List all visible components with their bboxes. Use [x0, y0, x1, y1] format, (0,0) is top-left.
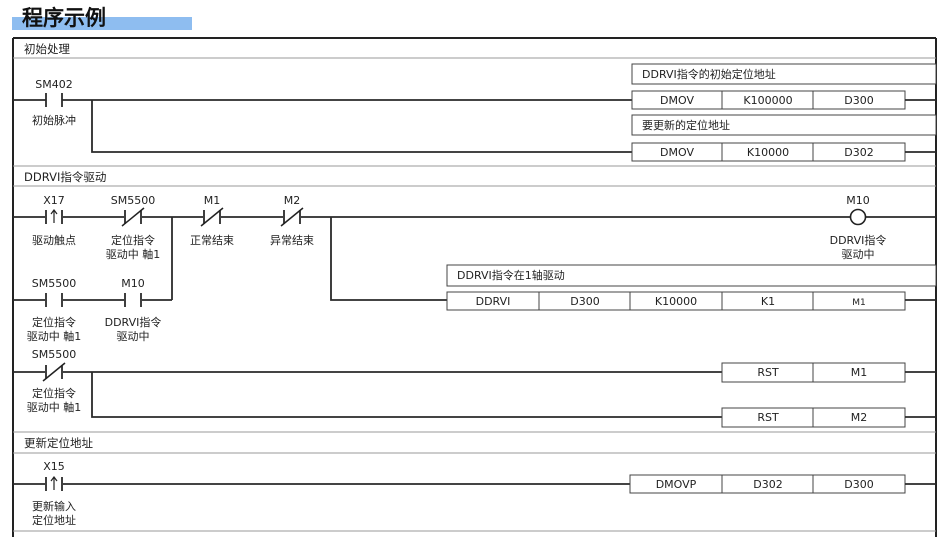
svg-text:M1: M1	[852, 298, 866, 308]
section-header-update: 更新定位地址	[24, 436, 93, 450]
svg-text:驱动中 軸1: 驱动中 軸1	[27, 400, 82, 414]
normally-closed-contact-icon[interactable]	[42, 362, 66, 382]
instruction-dmovp[interactable]: DMOVP D302 D300	[629, 474, 906, 494]
section-header-ddrvi: DDRVI指令驱动	[24, 170, 106, 184]
svg-text:K100000: K100000	[743, 94, 792, 107]
instruction-comment	[631, 63, 937, 85]
svg-text:X15: X15	[43, 460, 65, 473]
svg-text:RST: RST	[757, 411, 779, 424]
svg-text:驱动中 軸1: 驱动中 軸1	[106, 247, 161, 261]
svg-text:更新输入: 更新输入	[32, 499, 76, 513]
normally-closed-contact-icon[interactable]	[280, 207, 304, 227]
svg-text:要更新的定位地址: 要更新的定位地址	[642, 118, 730, 132]
normally-open-contact-icon[interactable]	[13, 93, 63, 107]
svg-text:K10000: K10000	[747, 146, 789, 159]
page-title: 程序示例	[22, 5, 106, 30]
contact-comment: 初始脉冲	[32, 113, 76, 127]
normally-closed-contact-icon[interactable]	[200, 207, 224, 227]
svg-text:X17: X17	[43, 194, 65, 207]
svg-text:驱动中: 驱动中	[117, 330, 150, 343]
instruction-ddrvi[interactable]: DDRVI D300 K10000 K1 M1	[446, 291, 906, 311]
output-coil-icon[interactable]	[849, 208, 867, 226]
svg-text:DMOVP: DMOVP	[656, 478, 697, 491]
rung-1: SM402 初始脉冲 DDRVI指令的初始定位地址 DMOV K100000 D…	[13, 63, 937, 162]
rung-2: X17 驱动触点 SM5500 定位指令 驱动中 軸1 M1 正常结束 M2	[13, 194, 937, 343]
normally-open-contact-icon[interactable]	[124, 292, 142, 308]
svg-text:D300: D300	[844, 478, 873, 491]
rising-edge-contact-icon[interactable]	[45, 209, 63, 225]
svg-text:定位地址: 定位地址	[32, 513, 76, 527]
svg-text:M2: M2	[851, 411, 868, 424]
rung-3: SM5500 定位指令 驱动中 軸1 RST M1 RST M2	[13, 348, 936, 428]
instruction-dmov[interactable]: DMOV K100000 D300	[631, 90, 906, 110]
svg-text:SM5500: SM5500	[111, 194, 155, 207]
svg-text:RST: RST	[757, 366, 779, 379]
svg-text:K1: K1	[761, 295, 775, 308]
contact-device: SM402	[35, 78, 72, 91]
svg-text:D302: D302	[753, 478, 782, 491]
svg-text:D300: D300	[570, 295, 599, 308]
svg-text:SM5500: SM5500	[32, 348, 76, 361]
instruction-rst-m2[interactable]: RST M2	[721, 407, 906, 428]
svg-text:驱动中 軸1: 驱动中 軸1	[27, 329, 82, 343]
svg-text:D300: D300	[844, 94, 873, 107]
svg-text:D302: D302	[844, 146, 873, 159]
svg-text:驱动中: 驱动中	[842, 248, 875, 261]
svg-text:DDRVI指令的初始定位地址: DDRVI指令的初始定位地址	[642, 67, 776, 81]
rising-edge-contact-icon[interactable]	[45, 476, 63, 492]
svg-text:DDRVI指令在1轴驱动: DDRVI指令在1轴驱动	[457, 268, 565, 282]
svg-text:DMOV: DMOV	[660, 94, 694, 107]
normally-open-contact-icon[interactable]	[45, 292, 63, 308]
svg-text:异常结束: 异常结束	[270, 234, 314, 247]
svg-text:M10: M10	[846, 194, 870, 207]
svg-text:SM5500: SM5500	[32, 277, 76, 290]
svg-text:M2: M2	[284, 194, 301, 207]
svg-text:DMOV: DMOV	[660, 146, 694, 159]
svg-text:DDRVI: DDRVI	[476, 295, 511, 308]
svg-text:M1: M1	[851, 366, 868, 379]
instruction-comment	[446, 264, 937, 287]
svg-text:正常结束: 正常结束	[190, 234, 234, 247]
instruction-comment	[631, 114, 937, 136]
section-header-initial: 初始处理	[24, 42, 70, 56]
svg-text:驱动触点: 驱动触点	[32, 233, 76, 247]
svg-text:定位指令: 定位指令	[32, 386, 76, 400]
svg-text:M1: M1	[204, 194, 221, 207]
svg-text:定位指令: 定位指令	[111, 233, 155, 247]
svg-text:定位指令: 定位指令	[32, 315, 76, 329]
instruction-dmov[interactable]: DMOV K10000 D302	[631, 142, 906, 162]
normally-closed-contact-icon[interactable]	[121, 207, 145, 227]
svg-text:DDRVI指令: DDRVI指令	[830, 233, 887, 247]
svg-text:DDRVI指令: DDRVI指令	[105, 315, 162, 329]
rung-4: X15 更新输入 定位地址 DMOVP D302 D300	[13, 460, 936, 527]
instruction-rst-m1[interactable]: RST M1	[721, 362, 906, 383]
svg-text:K10000: K10000	[655, 295, 697, 308]
svg-text:M10: M10	[121, 277, 145, 290]
title-highlight-bar	[12, 17, 192, 30]
